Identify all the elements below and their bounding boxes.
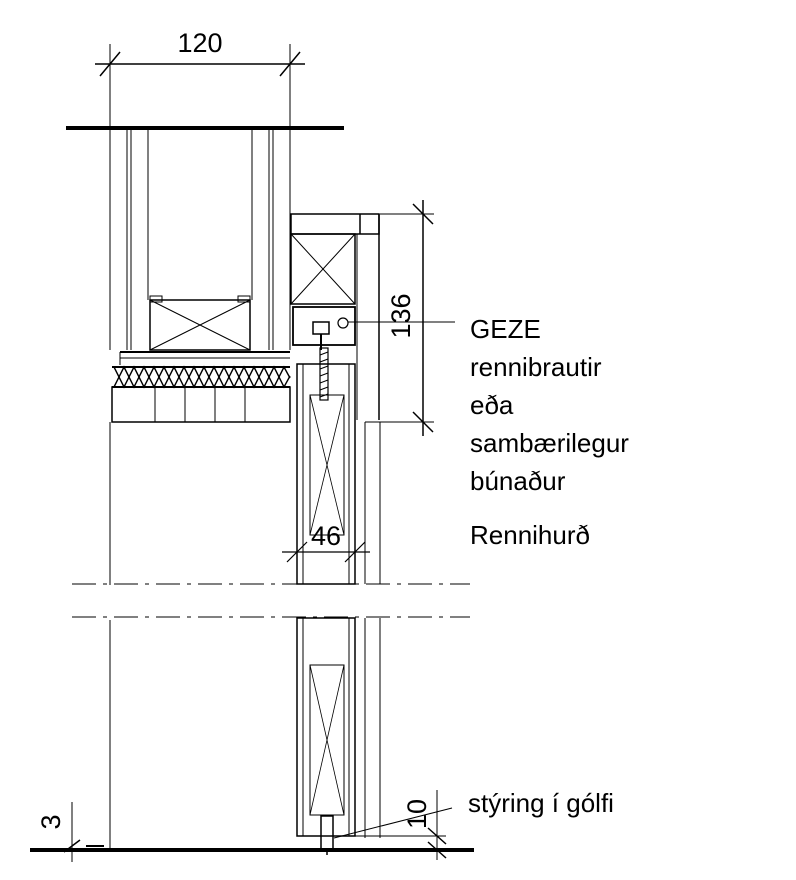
wall-studs — [109, 128, 291, 350]
sliding-door-lower — [296, 617, 381, 838]
track-blocking — [290, 213, 380, 420]
geze-label-line3: eða — [470, 390, 514, 420]
dimension-floor-gap-label: 3 — [36, 814, 66, 829]
dimension-door-thickness: 46 — [282, 521, 370, 563]
dimension-track-height: 136 — [380, 200, 434, 436]
insulation-strip — [112, 365, 291, 389]
floor-guide-label: stýring í gólfi — [468, 788, 614, 818]
geze-label-line4: sambærilegur — [470, 428, 629, 458]
dimension-floor-gap: 3 — [36, 802, 81, 862]
geze-label-line1: GEZE — [470, 314, 541, 344]
door-label: Rennihurð — [470, 520, 590, 550]
dimension-track-height-label: 136 — [386, 293, 416, 338]
dimension-top-width-label: 120 — [177, 28, 222, 58]
header-beam — [119, 295, 290, 365]
sliding-door-upper — [296, 363, 381, 585]
floor-guide-leader-line — [333, 807, 453, 839]
break-lines — [72, 583, 470, 618]
geze-label-line5: búnaður — [470, 466, 566, 496]
geze-label: GEZE rennibrautir eða sambærilegur búnað… — [470, 314, 629, 496]
dimension-door-thickness-label: 46 — [311, 521, 341, 551]
geze-rail — [292, 306, 356, 401]
geze-label-line2: rennibrautir — [470, 352, 602, 382]
ceiling-board — [111, 386, 291, 423]
dimension-top-width: 120 — [95, 28, 305, 130]
